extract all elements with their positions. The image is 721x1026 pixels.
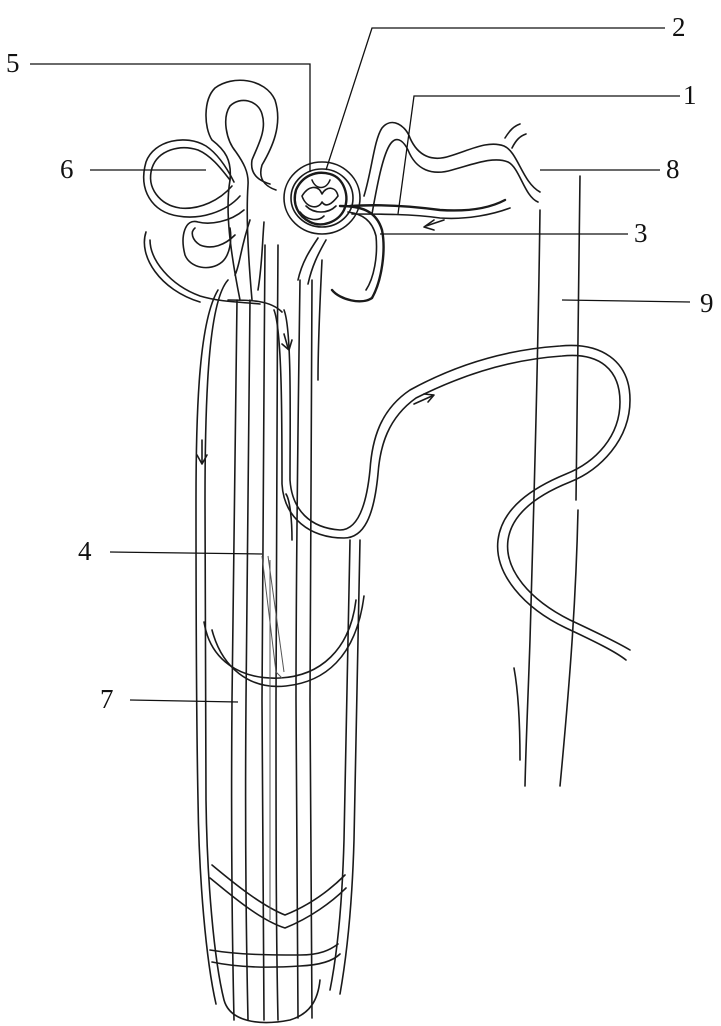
proximal-convoluted-tubule xyxy=(144,80,278,300)
label-3: 3 xyxy=(634,218,648,248)
label-5: 5 xyxy=(6,48,20,78)
label-2: 2 xyxy=(672,12,686,42)
label-6: 6 xyxy=(60,154,74,184)
renal-capillary-loop xyxy=(144,232,630,660)
label-9: 9 xyxy=(700,288,714,318)
glomerulus xyxy=(284,162,360,234)
label-7: 7 xyxy=(100,684,114,714)
arterioles xyxy=(298,200,510,301)
leader-lines xyxy=(30,28,690,702)
label-1: 1 xyxy=(683,80,697,110)
flow-arrows xyxy=(197,220,444,464)
distal-tubule-collecting-duct xyxy=(364,123,580,786)
label-8: 8 xyxy=(666,154,680,184)
peritubular-capillary xyxy=(196,280,364,1023)
label-4: 4 xyxy=(78,536,92,566)
